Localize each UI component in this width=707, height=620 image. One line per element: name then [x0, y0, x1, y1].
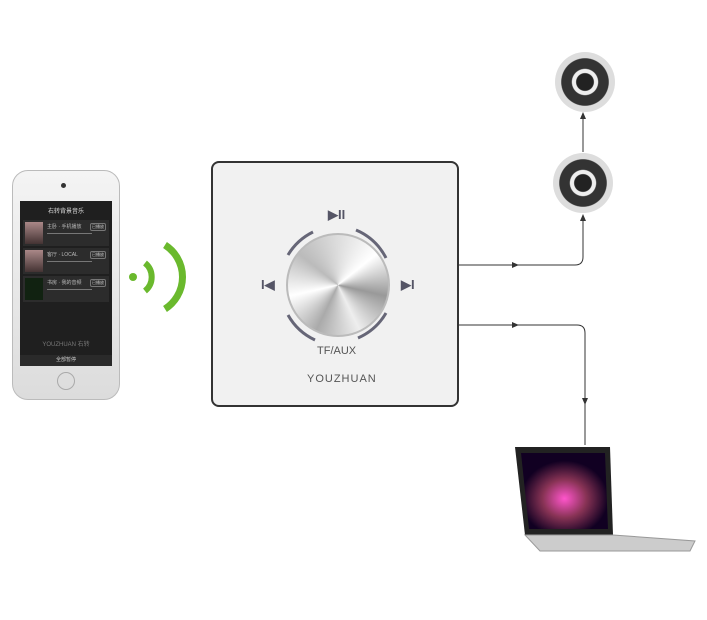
app-title: 右转背景音乐	[47, 209, 84, 215]
zone-label: 客厅 · LOCAL	[47, 252, 78, 258]
wifi-icon	[129, 242, 186, 312]
volume-knob[interactable]	[286, 233, 390, 337]
zone-label: 书房 · 我的音频	[47, 280, 82, 286]
zone-label: 主卧 · 手机播放	[47, 224, 82, 230]
album-art	[25, 222, 43, 244]
zone-tag[interactable]: 已播放	[90, 223, 106, 231]
progress-bar	[47, 233, 92, 234]
zone-row[interactable]: 书房 · 我的音频 已播放	[23, 276, 109, 302]
progress-bar	[47, 289, 92, 290]
app-brand: YOUZHUAN 右转	[42, 342, 90, 348]
album-art	[25, 250, 43, 272]
home-button[interactable]	[57, 372, 75, 390]
play-pause-button[interactable]: ▶II	[328, 207, 346, 222]
next-button[interactable]: ▶I	[401, 277, 415, 292]
previous-button[interactable]: I◀	[261, 277, 275, 292]
zone-row[interactable]: 主卧 · 手机播放 已播放	[23, 220, 109, 246]
brand-logo: YOUZHUAN	[307, 373, 377, 385]
progress-bar	[47, 261, 92, 262]
zone-row[interactable]: 客厅 · LOCAL 已播放	[23, 248, 109, 274]
pause-all-button[interactable]: 全部暂停	[20, 355, 112, 366]
zone-tag[interactable]: 已播放	[90, 251, 106, 259]
camera-icon	[61, 183, 66, 188]
ceiling-speaker-icon	[553, 153, 613, 213]
laptop-icon	[515, 447, 696, 552]
zone-tag[interactable]: 已播放	[90, 279, 106, 287]
source-label: TF/AUX	[317, 345, 357, 357]
album-art	[25, 278, 43, 300]
ceiling-speaker-icon	[555, 52, 615, 112]
volume-ring-arrows	[286, 228, 388, 342]
wall-control-panel: ▶II I◀ ▶I TF/AUX YOUZHUAN	[211, 161, 459, 407]
